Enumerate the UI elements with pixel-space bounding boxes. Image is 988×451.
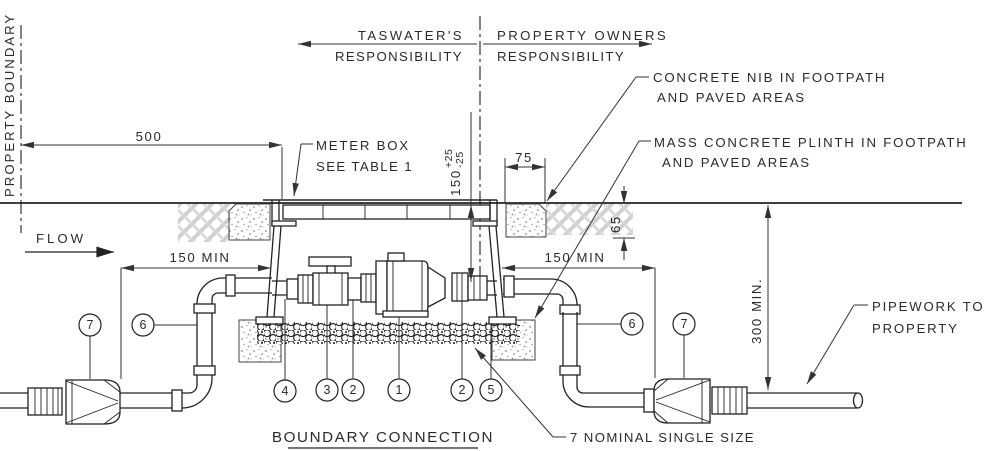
pipe-collar — [643, 388, 655, 413]
concrete-nib-right — [505, 203, 547, 238]
dim-500: 500 — [136, 129, 163, 144]
dim-150-min-left: 150 MIN — [169, 250, 230, 265]
balloon-3 — [315, 378, 339, 402]
meter-assembly — [272, 252, 497, 318]
pipe-to-property — [747, 392, 857, 409]
dim-depth: 150 +25 -25 — [443, 149, 466, 196]
pipe-collar — [559, 365, 581, 376]
responsibility-right-line1: PROPERTY OWNERS — [497, 28, 668, 43]
dim-300-min: 300 MIN. — [749, 278, 764, 344]
balloon-leaders — [89, 299, 685, 380]
pipe-fitting — [286, 278, 299, 300]
pipe-open-end — [852, 392, 864, 409]
dim-75: 75 — [515, 150, 533, 165]
meter-box-wall-right — [488, 225, 505, 318]
reference-balloons — [78, 312, 696, 403]
callout-concrete-nib: CONCRETE NIB IN FOOTPATH AND PAVED AREAS — [546, 70, 886, 202]
callout-meter-box: METER BOX SEE TABLE 1 — [292, 138, 413, 197]
svg-text:1: 1 — [396, 383, 403, 397]
svg-text:2: 2 — [459, 383, 466, 397]
svg-text:PROPERTY: PROPERTY — [872, 321, 959, 336]
svg-text:CONCRETE NIB IN FOOTPATH: CONCRETE NIB IN FOOTPATH — [653, 70, 886, 85]
balloon-2a — [341, 378, 365, 402]
union-nut — [297, 274, 314, 304]
dim-150-min-right: 150 MIN — [544, 250, 605, 265]
callout-mass-plinth: MASS CONCRETE PLINTH IN FOOTPATH AND PAV… — [534, 135, 968, 319]
flow-indicator: FLOW — [25, 231, 114, 258]
svg-text:7: 7 — [681, 317, 688, 331]
svg-text:150: 150 — [448, 169, 463, 196]
balloon-4 — [273, 379, 297, 403]
svg-text:METER BOX: METER BOX — [316, 138, 410, 153]
pipe-collar — [559, 304, 581, 315]
callouts: METER BOX SEE TABLE 1 CONCRETE NIB IN FO… — [292, 70, 984, 445]
union-nut — [451, 272, 469, 302]
svg-text:4: 4 — [282, 384, 289, 398]
pipe-collar — [193, 365, 216, 376]
concrete-nib-left — [228, 203, 271, 241]
pipe-spacer — [347, 277, 362, 301]
svg-text:PIPEWORK TO: PIPEWORK TO — [872, 299, 984, 314]
balloon-numbers: 7 6 4 3 2 1 2 5 6 7 — [87, 317, 688, 398]
callout-gravel: 7 NOMINAL SINGLE SIZE — [474, 347, 755, 445]
flow-label: FLOW — [36, 231, 86, 246]
balloon-7-right — [672, 312, 696, 336]
drawing-title: BOUNDARY CONNECTION — [272, 429, 494, 449]
union-nut — [360, 273, 377, 303]
svg-text:7 NOMINAL SINGLE SIZE: 7 NOMINAL SINGLE SIZE — [570, 430, 755, 445]
dimensions: 500 150 MIN 150 MIN 75 65 300 MIN. 150 +… — [21, 112, 772, 390]
gravel-bed — [257, 322, 520, 344]
pipework-right — [503, 275, 864, 424]
pipe-collar — [193, 303, 216, 314]
svg-text:6: 6 — [629, 317, 636, 331]
coupling-right — [653, 378, 748, 424]
coupling-left — [27, 379, 121, 425]
dim-65: 65 — [608, 215, 623, 233]
svg-text:AND PAVED AREAS: AND PAVED AREAS — [657, 90, 806, 105]
page-title: BOUNDARY CONNECTION — [272, 429, 494, 446]
svg-text:+25: +25 — [443, 149, 455, 168]
responsibility-right-line2: RESPONSIBILITY — [497, 49, 625, 64]
balloon-6-right — [620, 312, 644, 336]
responsibility-left-line2: RESPONSIBILITY — [335, 49, 463, 64]
svg-text:7: 7 — [87, 318, 94, 332]
balloon-2b — [450, 378, 474, 402]
property-boundary-label: PROPERTY BOUNDARY — [2, 13, 17, 197]
pipe-collar — [225, 274, 236, 297]
svg-text:-25: -25 — [454, 151, 466, 168]
paving-hatch-right — [546, 204, 633, 235]
pipe-collar — [503, 275, 515, 298]
meter-box — [255, 199, 517, 325]
water-meter — [375, 252, 446, 318]
callout-pipework: PIPEWORK TO PROPERTY — [806, 299, 984, 385]
balloon-6-left — [131, 313, 155, 337]
pipe-fitting — [467, 275, 488, 301]
ball-valve — [308, 256, 352, 306]
svg-text:SEE TABLE 1: SEE TABLE 1 — [316, 159, 413, 174]
balloon-7-left — [78, 313, 102, 337]
responsibility-arrows: TASWATER'S RESPONSIBILITY PROPERTY OWNER… — [298, 28, 668, 64]
svg-text:5: 5 — [488, 383, 495, 397]
svg-text:6: 6 — [140, 318, 147, 332]
svg-text:MASS CONCRETE PLINTH IN FOOTPA: MASS CONCRETE PLINTH IN FOOTPATH — [654, 135, 968, 150]
svg-text:3: 3 — [324, 383, 331, 397]
pipe-collar — [171, 389, 183, 412]
balloon-5 — [479, 378, 503, 402]
pipework-left — [0, 274, 272, 425]
svg-text:2: 2 — [350, 383, 357, 397]
responsibility-left-line1: TASWATER'S — [358, 28, 464, 43]
meter-box-wall-left — [266, 225, 282, 318]
paving-hatch-left — [178, 204, 230, 242]
svg-text:AND PAVED AREAS: AND PAVED AREAS — [662, 155, 811, 170]
balloon-1 — [387, 378, 411, 402]
